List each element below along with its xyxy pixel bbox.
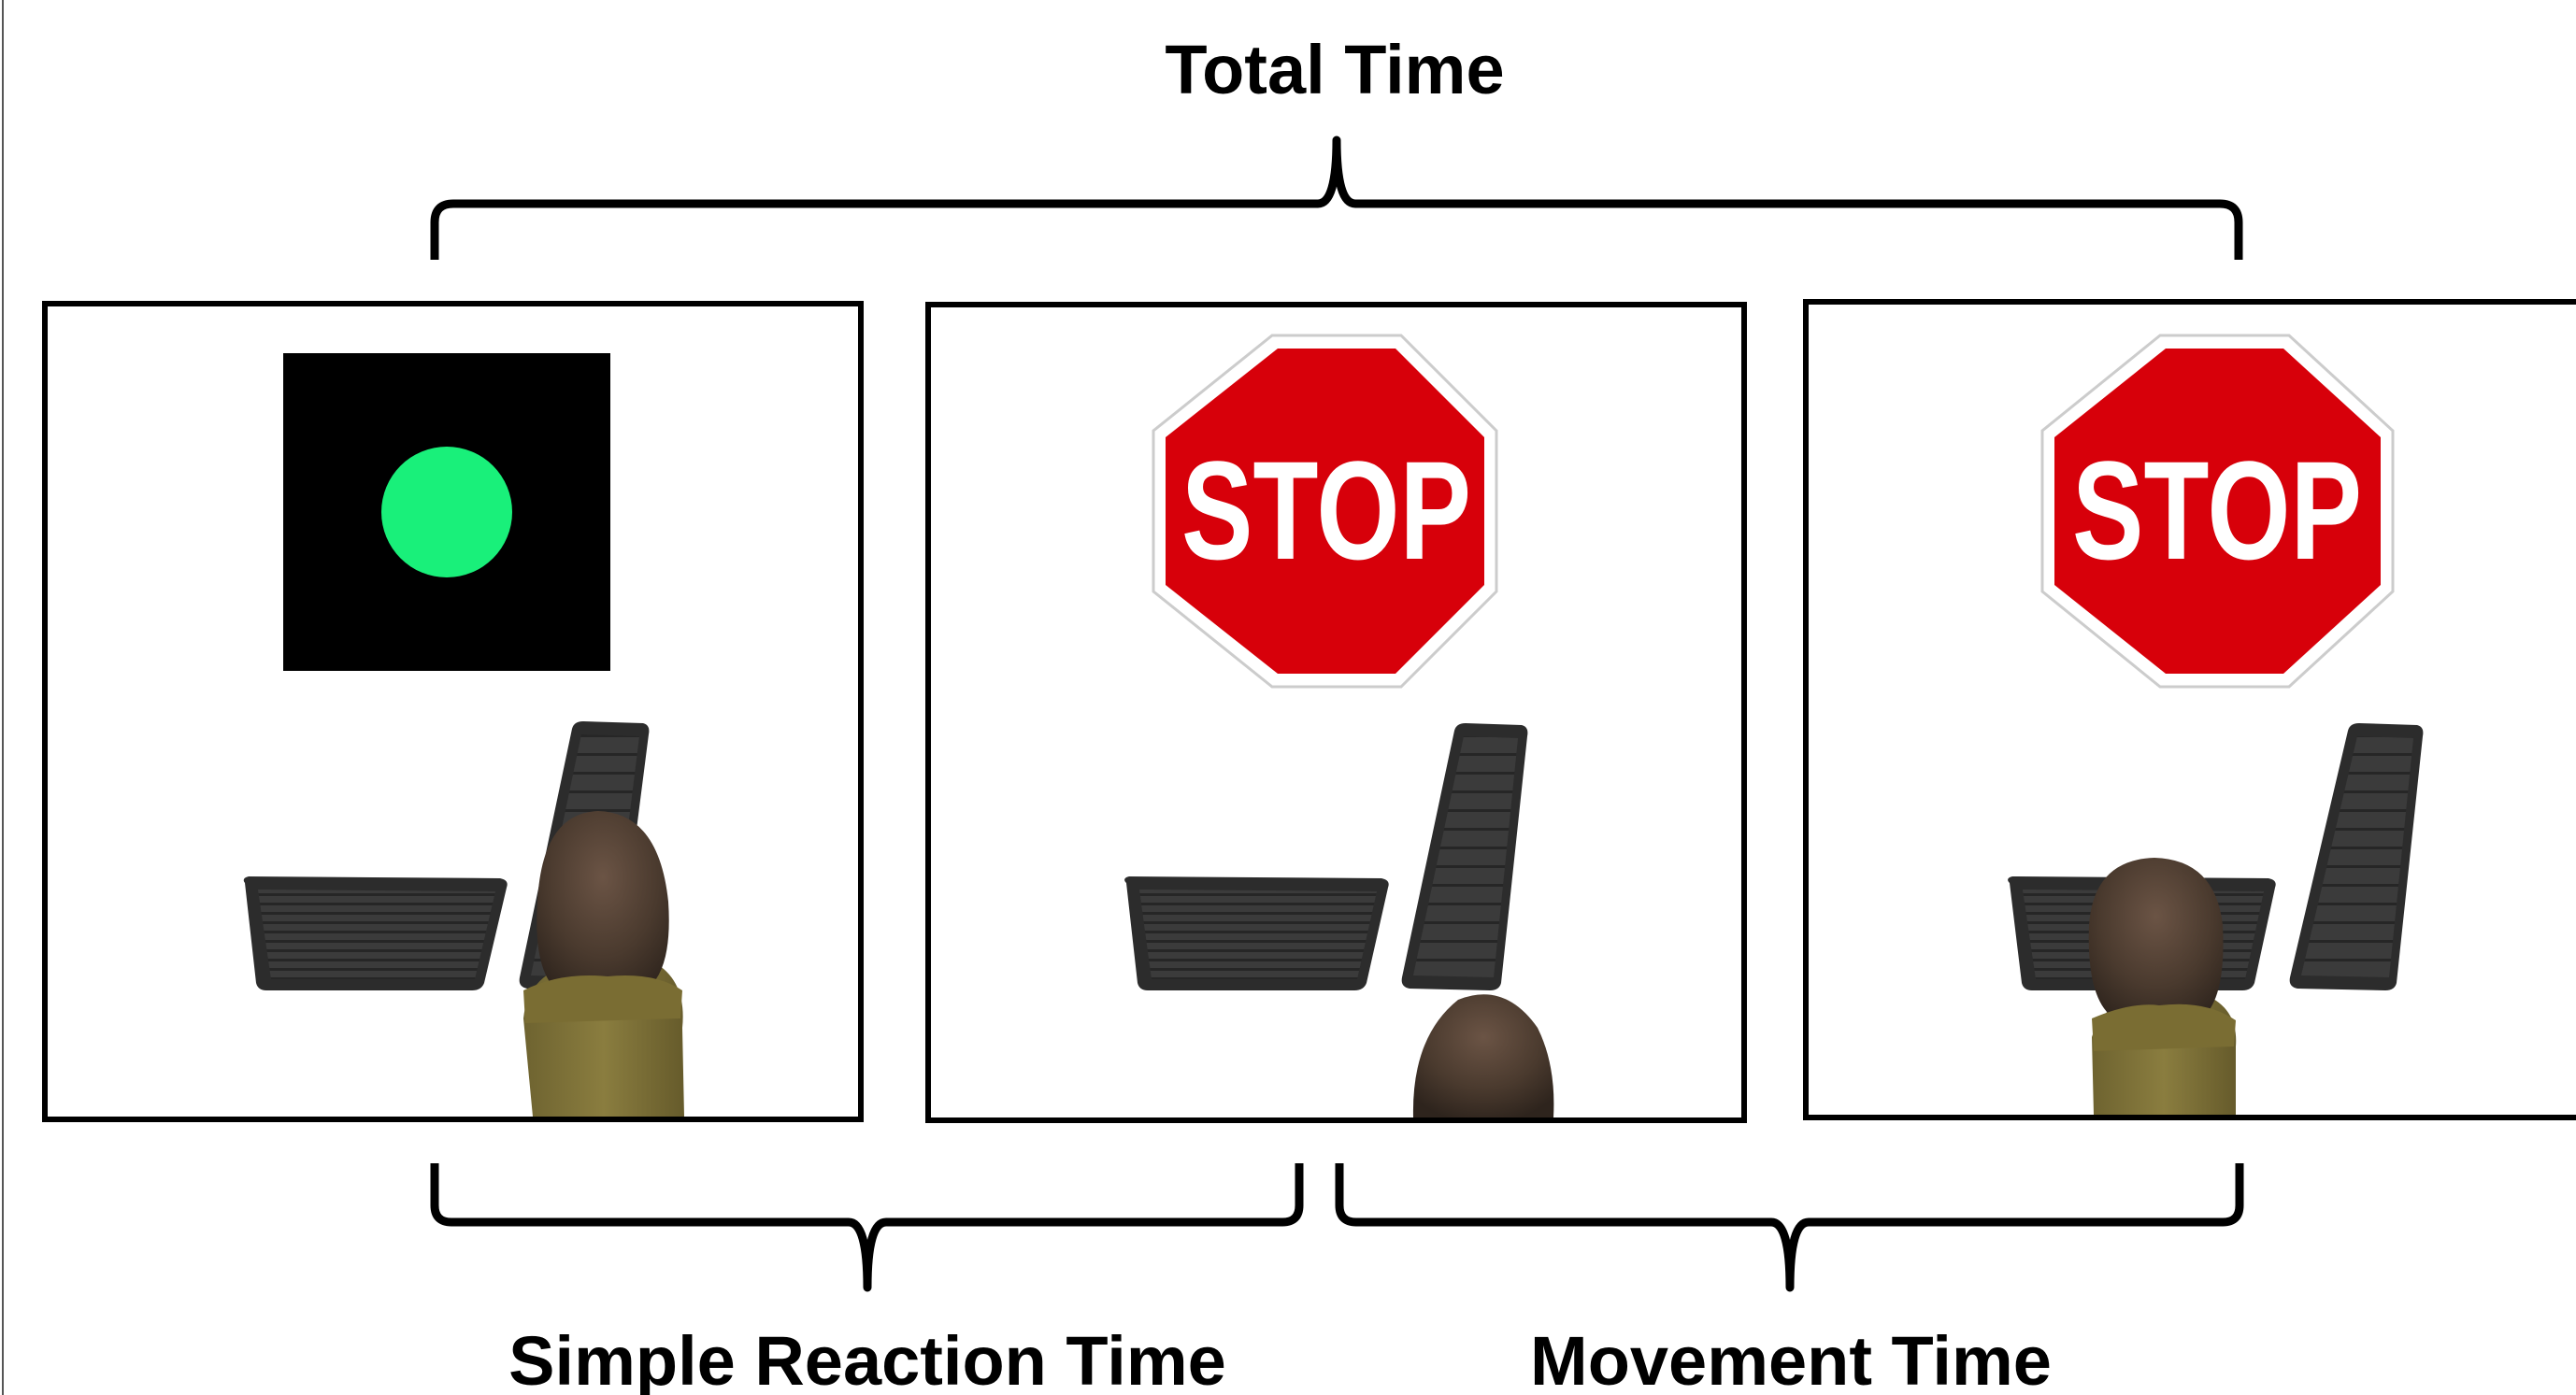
stop-sign-text: STOP bbox=[2072, 432, 2362, 589]
accelerator-pedal-icon bbox=[2289, 723, 2424, 990]
foot-icon bbox=[2088, 858, 2237, 1115]
accelerator-pedal-icon bbox=[1401, 723, 1528, 990]
movement-time-label: Movement Time bbox=[1530, 1322, 2052, 1395]
movement-time-brace bbox=[1335, 1163, 2244, 1292]
foot-icon bbox=[523, 811, 684, 1117]
simple-reaction-time-label: Simple Reaction Time bbox=[508, 1322, 1226, 1395]
green-light-icon bbox=[381, 447, 512, 577]
total-time-label: Total Time bbox=[1165, 31, 1504, 108]
panel-go-signal bbox=[42, 301, 864, 1122]
foot-icon bbox=[1412, 994, 1554, 1117]
brake-pedal-icon bbox=[243, 876, 508, 990]
panel-stop-lift: STOP bbox=[925, 302, 1747, 1123]
stop-sign-icon: STOP bbox=[1152, 334, 1498, 689]
total-time-brace bbox=[430, 135, 2243, 260]
stop-sign-icon: STOP bbox=[2040, 334, 2395, 689]
brake-pedal-icon bbox=[1124, 876, 1389, 990]
panel-stop-brake: STOP bbox=[1803, 299, 2576, 1120]
stop-sign-text: STOP bbox=[1181, 432, 1471, 589]
simple-reaction-time-brace bbox=[430, 1163, 1304, 1292]
